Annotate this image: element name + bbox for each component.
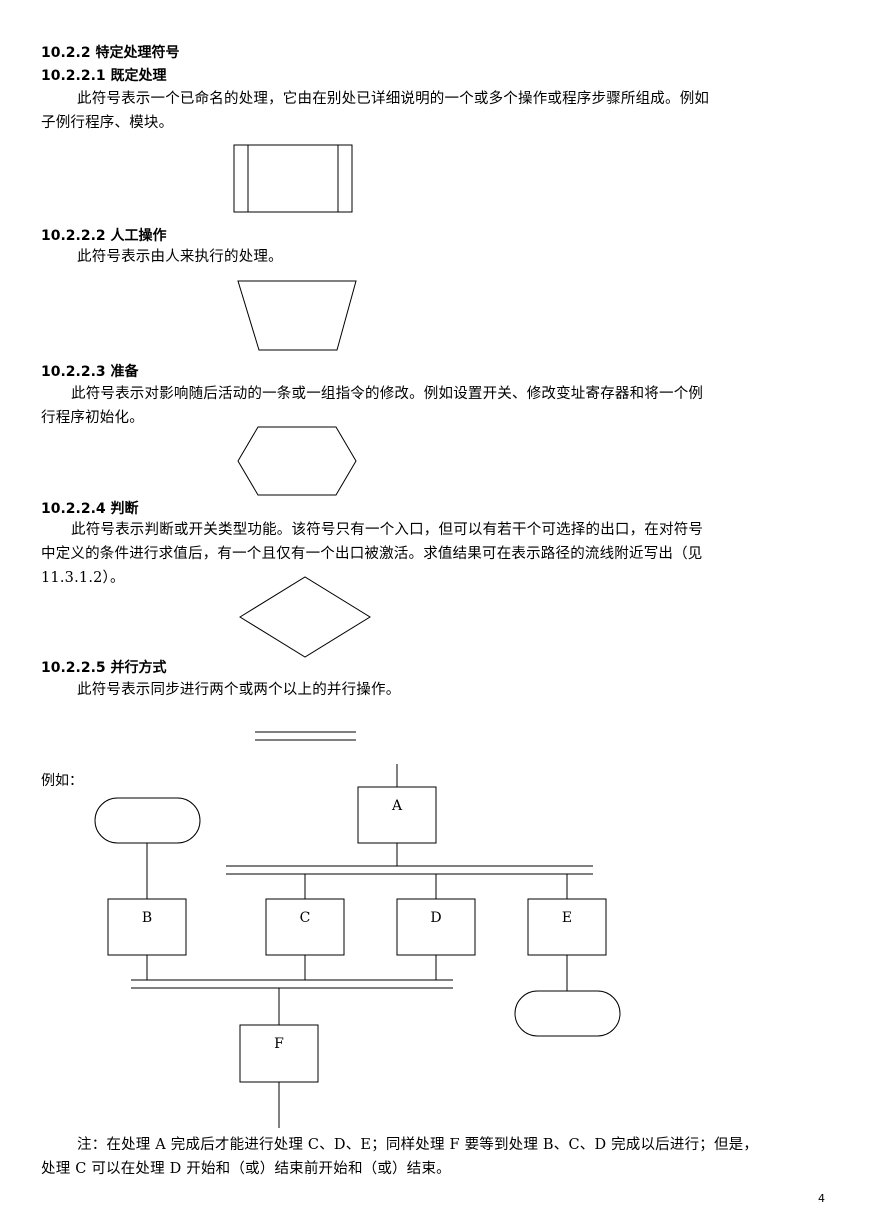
preparation-symbol [237,426,357,496]
note-paragraph: 注：在处理 A 完成后才能进行处理 C、D、E；同样处理 F 要等到处理 B、C… [41,1133,759,1181]
terminal-start [94,797,201,844]
paragraph-line: 此符号表示对影响随后活动的一条或一组指令的修改。例如设置开关、修改变址寄存器和将… [71,386,704,402]
node-label-e: E [562,910,572,926]
process-box-f [239,1024,319,1083]
terminal-end [514,990,621,1037]
paragraph-line: 11.3.1.2）。 [41,570,125,586]
paragraph-predefined-process: 此符号表示一个已命名的处理，它由在别处已详细说明的一个或多个操作或程序步骤所组成… [41,87,710,135]
process-box-d [396,898,476,956]
section-heading-10-2-2-3: 10.2.2.3 准备 [41,364,139,380]
example-label: 例如： [41,773,83,789]
node-label-b: B [142,910,152,926]
paragraph-line: 此符号表示由人来执行的处理。 [77,249,283,265]
manual-operation-symbol [237,280,357,351]
node-label-c: C [300,910,311,926]
paragraph-line: 子例行程序、模块。 [41,115,174,131]
decision-symbol [239,576,371,658]
example-flowchart [94,764,621,1128]
section-heading-10-2-2: 10.2.2 特定处理符号 [41,45,180,61]
paragraph-preparation: 此符号表示对影响随后活动的一条或一组指令的修改。例如设置开关、修改变址寄存器和将… [41,382,704,430]
paragraph-parallel-mode: 此符号表示同步进行两个或两个以上的并行操作。 [77,678,400,702]
node-label-d: D [430,910,441,926]
paragraph-decision: 此符号表示判断或开关类型功能。该符号只有一个入口，但可以有若干个可选择的出口，在… [41,518,704,590]
section-heading-10-2-2-4: 10.2.2.4 判断 [41,501,139,517]
paragraph-manual-operation: 此符号表示由人来执行的处理。 [77,245,283,269]
page-number: 4 [818,1192,825,1205]
section-heading-10-2-2-1: 10.2.2.1 既定处理 [41,68,167,84]
paragraph-line: 此符号表示判断或开关类型功能。该符号只有一个入口，但可以有若干个可选择的出口，在… [71,522,704,538]
process-box-b [107,898,187,956]
section-heading-10-2-2-2: 10.2.2.2 人工操作 [41,228,167,244]
process-box-e [527,898,607,956]
section-heading-10-2-2-5: 10.2.2.5 并行方式 [41,660,167,676]
paragraph-line: 中定义的条件进行求值后，有一个且仅有一个出口被激活。求值结果可在表示路径的流线附… [41,546,703,562]
process-box-c [265,898,345,956]
predefined-process-symbol [233,144,353,213]
node-label-f: F [274,1036,284,1052]
parallel-mode-symbol [255,731,356,741]
paragraph-line: 此符号表示一个已命名的处理，它由在别处已详细说明的一个或多个操作或程序步骤所组成… [77,91,710,107]
node-label-a: A [391,798,403,814]
paragraph-line: 行程序初始化。 [41,410,144,426]
process-box-a [357,786,437,844]
note-line: 处理 C 可以在处理 D 开始和（或）结束前开始和（或）结束。 [41,1161,451,1177]
paragraph-line: 此符号表示同步进行两个或两个以上的并行操作。 [77,682,401,698]
note-line: 注：在处理 A 完成后才能进行处理 C、D、E；同样处理 F 要等到处理 B、C… [77,1137,759,1153]
